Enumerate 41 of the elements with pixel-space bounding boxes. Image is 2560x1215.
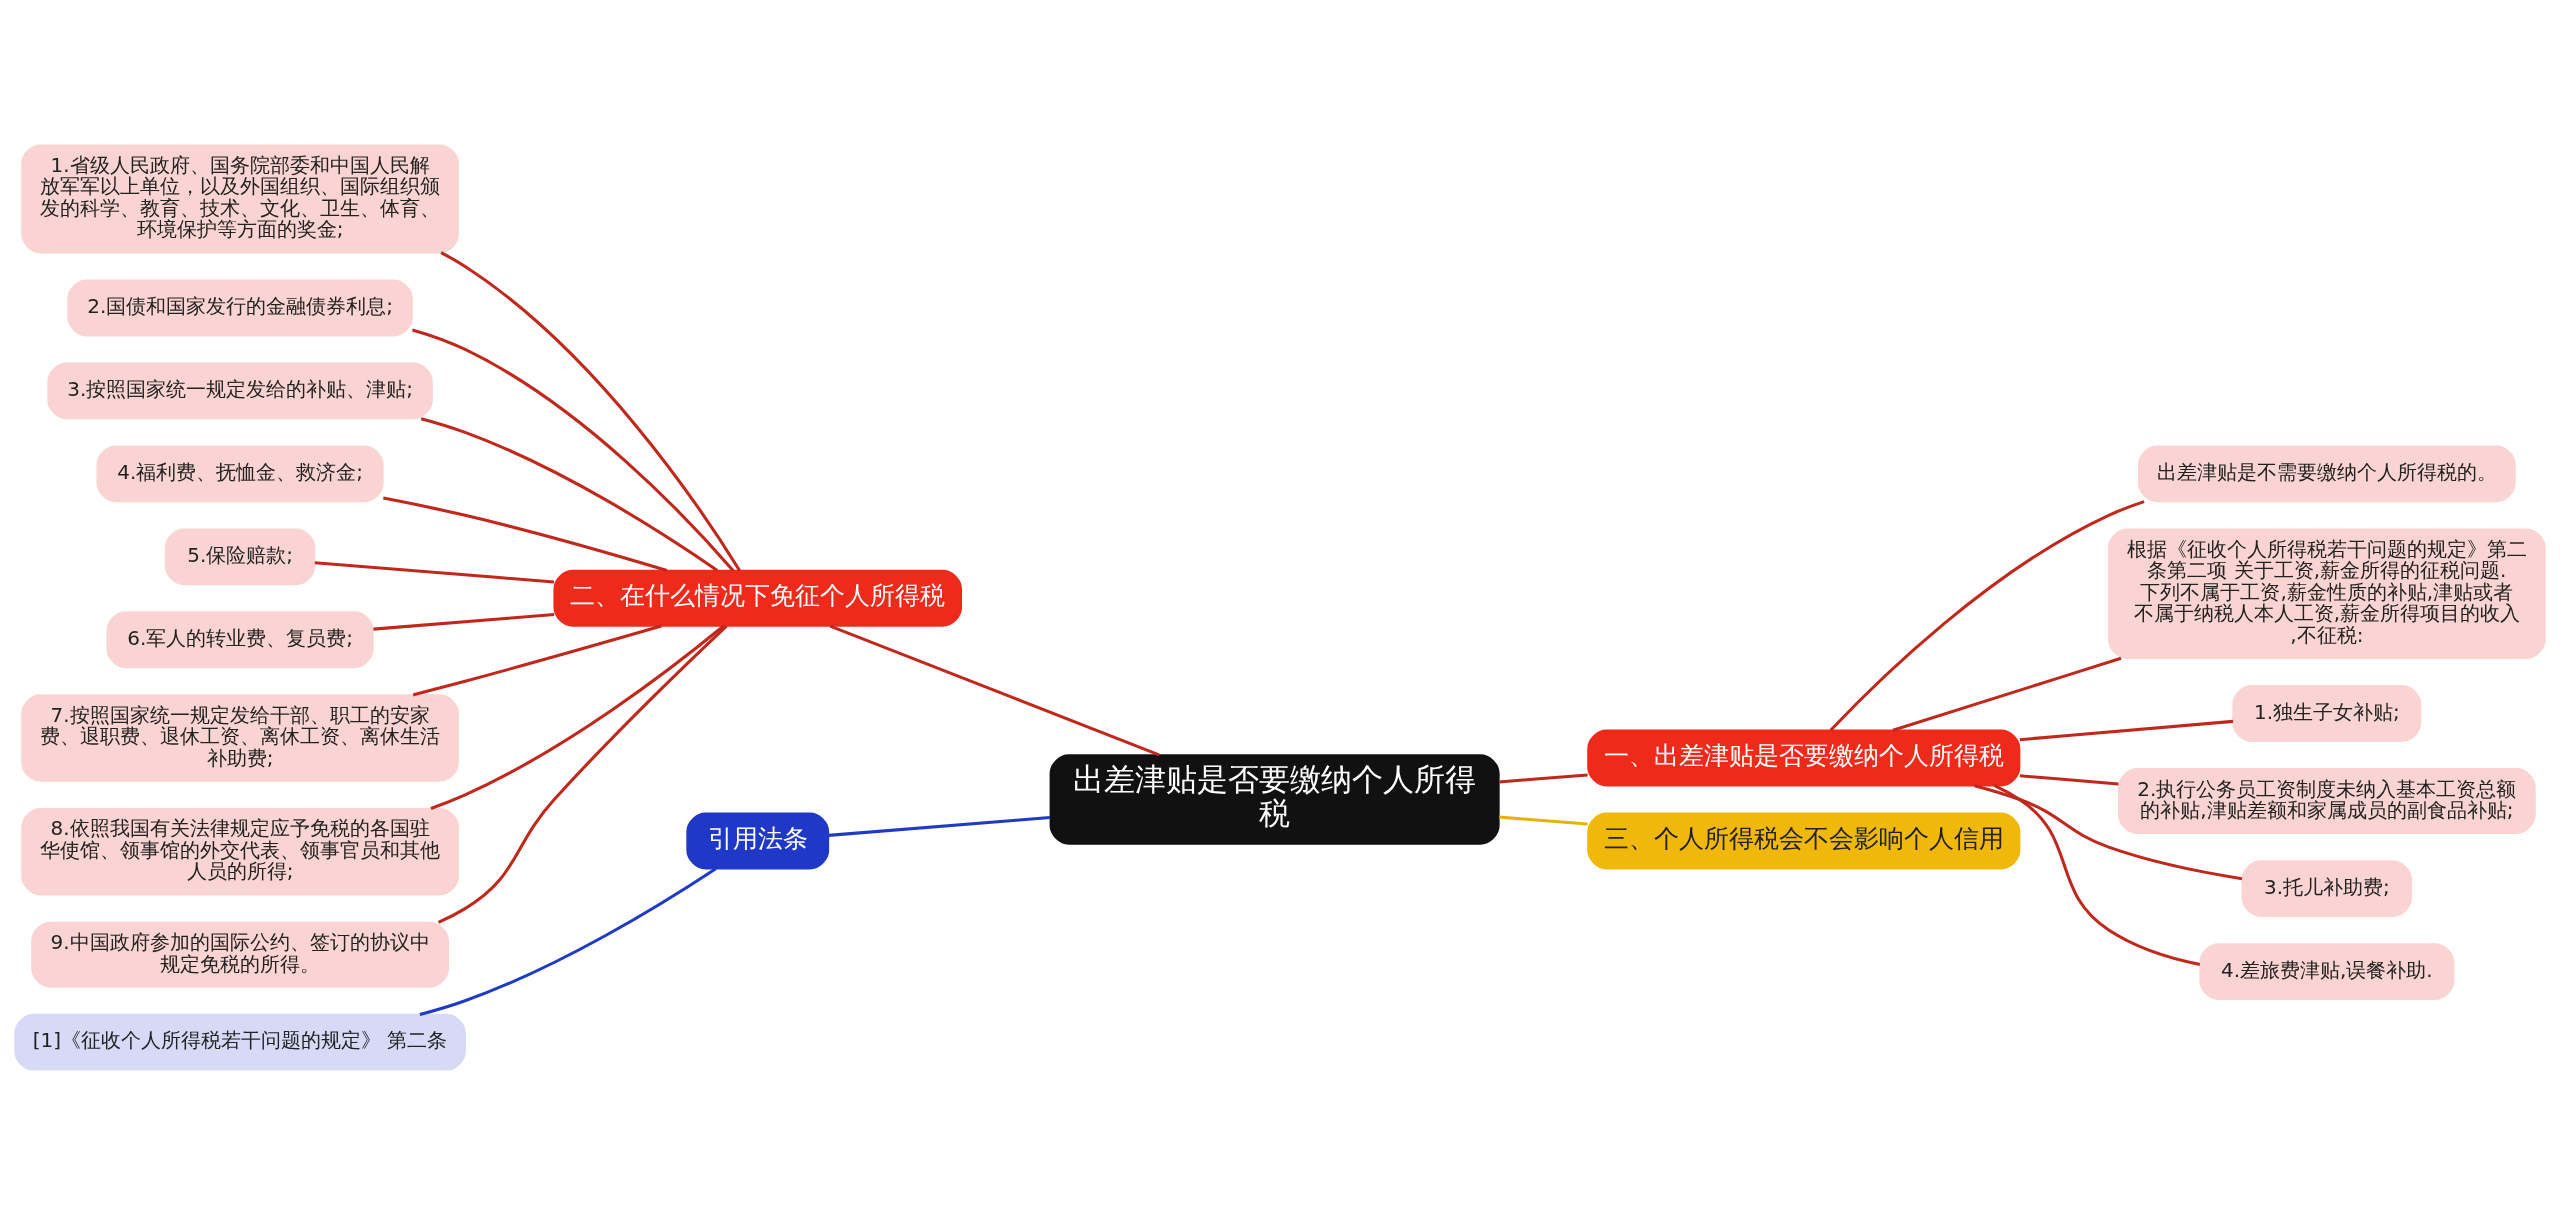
connector [1993, 784, 2201, 966]
node-box: 3.托儿补助费; [2241, 860, 2413, 917]
node-box: 5.保险赔款; [164, 528, 316, 586]
connector [420, 417, 719, 572]
node-box: 引用法条 [686, 812, 830, 870]
node-box: 出差津贴是不需要缴纳个人所得税的。 [2137, 445, 2516, 503]
connector [829, 624, 1160, 757]
node-box: 三、个人所得税会不会影响个人信用 [1587, 812, 2021, 870]
connector [430, 624, 725, 810]
node-box: 根据《征收个人所得税若干问题的规定》第二条第二项 关于工资,薪金所得的征税问题.下列不属于工资,薪金性质的补贴,津贴或者不属于纳税人本人工资,薪金所得项目的收入,不征税: [2107, 528, 2546, 659]
node-box: 2.执行公务员工资制度未纳入基本工资总额的补贴,津贴差额和家属成员的副食品补贴; [2117, 768, 2536, 835]
node-box: 9.中国政府参加的国际公约、签订的协议中规定免税的所得。 [31, 921, 449, 988]
connector [2019, 719, 2234, 742]
node-box: 二、在什么情况下免征个人所得税 [553, 569, 963, 627]
node-box: [1]《征收个人所得税若干问题的规定》 第二条 [14, 1013, 466, 1071]
node-box: 7.按照国家统一规定发给干部、职工的安家费、退职费、退休工资、离休工资、离休生活补助费; [21, 694, 459, 782]
node-box: 2.国债和国家发行的金融债券利息; [67, 279, 413, 337]
node-box: 8.依照我国有关法律规定应予免税的各国驻华使馆、领事馆的外交代表、领事官员和其他人员的所得; [21, 807, 459, 896]
connector [412, 624, 662, 697]
node-box: 一、出差津贴是否要缴纳个人所得税 [1587, 729, 2021, 787]
connector [440, 251, 741, 572]
node-box: 4.差旅费津贴,误餐补助. [2199, 943, 2455, 1000]
connector [1499, 773, 1588, 784]
node-box: 1.省级人民政府、国务院部委和中国人民解放军军以上单位，以及外国组织、国际组织颁发的科学、教育、技术、文化、卫生、体育、环境保护等方面的奖金; [21, 144, 459, 254]
connector [1499, 815, 1588, 826]
node-box: 4.福利费、抚恤金、救济金; [96, 445, 384, 503]
connector [411, 328, 735, 572]
node-box: 出差津贴是否要缴纳个人所得税 [1049, 754, 1500, 845]
connector [437, 624, 728, 924]
connector [1892, 656, 2122, 732]
node-box: 6.军人的转业费、复员费; [106, 611, 374, 669]
connector [828, 816, 1050, 837]
connector [2019, 774, 2119, 786]
connector [383, 496, 668, 572]
connector [419, 867, 717, 1016]
node-box: 1.独生子女补贴; [2232, 685, 2422, 742]
node-box: 3.按照国家统一规定发给的补贴、津贴; [47, 362, 433, 420]
connector [373, 613, 555, 631]
connector [1974, 784, 2243, 881]
connector [1829, 500, 2145, 732]
connector [314, 561, 555, 584]
